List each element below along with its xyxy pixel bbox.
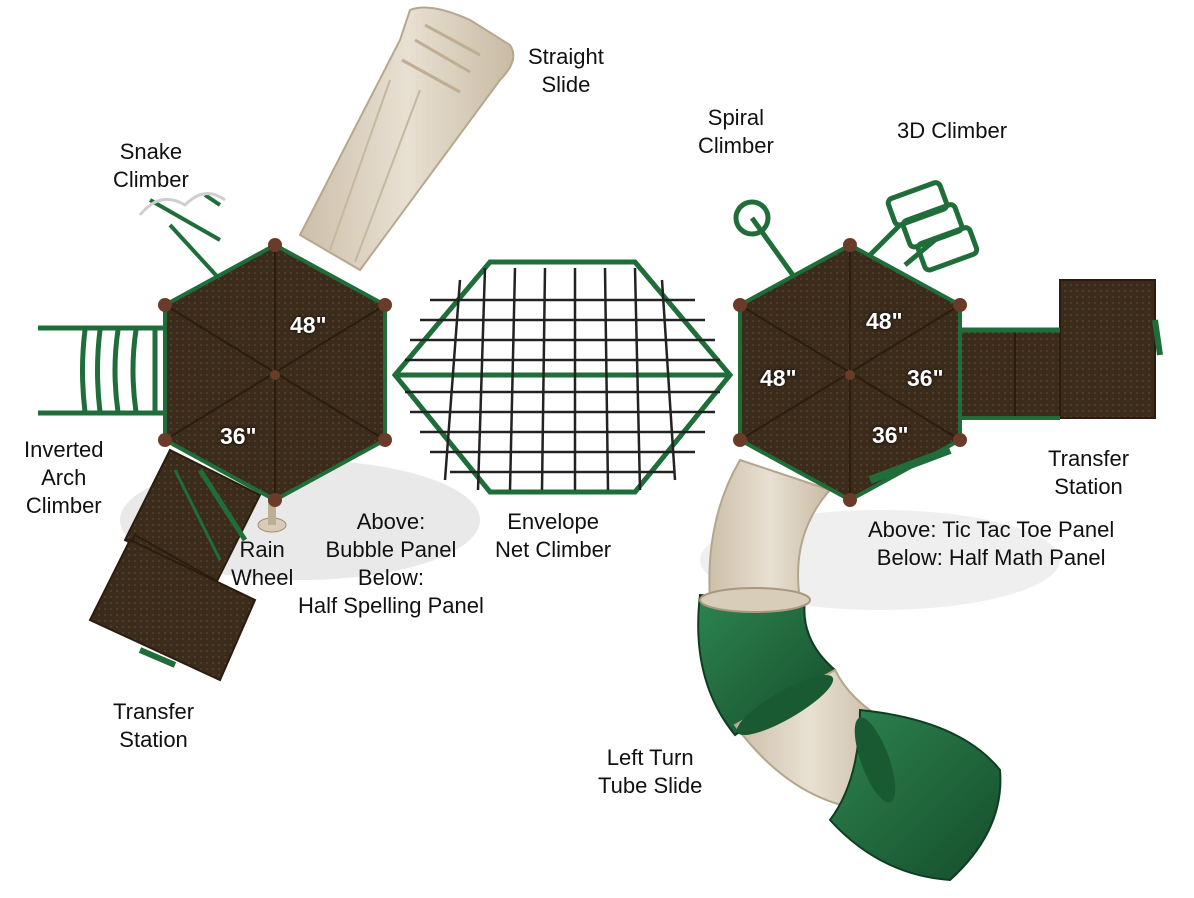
left-deck-bottom-height: 36" [220,423,257,449]
left-turn-tube-slide [697,458,1002,882]
inverted-arch-climber [38,325,165,416]
right-deck-left-height: 48" [760,365,797,391]
left-deck [158,238,392,507]
right-deck-bottom-height: 36" [872,422,909,448]
right-deck [733,238,967,507]
rain-wheel [257,500,287,533]
three-d-climber [868,180,980,273]
right-deck-top-height: 48" [866,308,903,334]
right-deck-right-height: 36" [907,365,944,391]
straight-slide [298,6,515,272]
label-3d-climber: 3D Climber [897,118,1008,143]
right-transfer-station [959,279,1163,420]
envelope-net-climber [391,259,734,495]
left-deck-top-height: 48" [290,312,327,338]
left-transfer-station [88,448,262,682]
